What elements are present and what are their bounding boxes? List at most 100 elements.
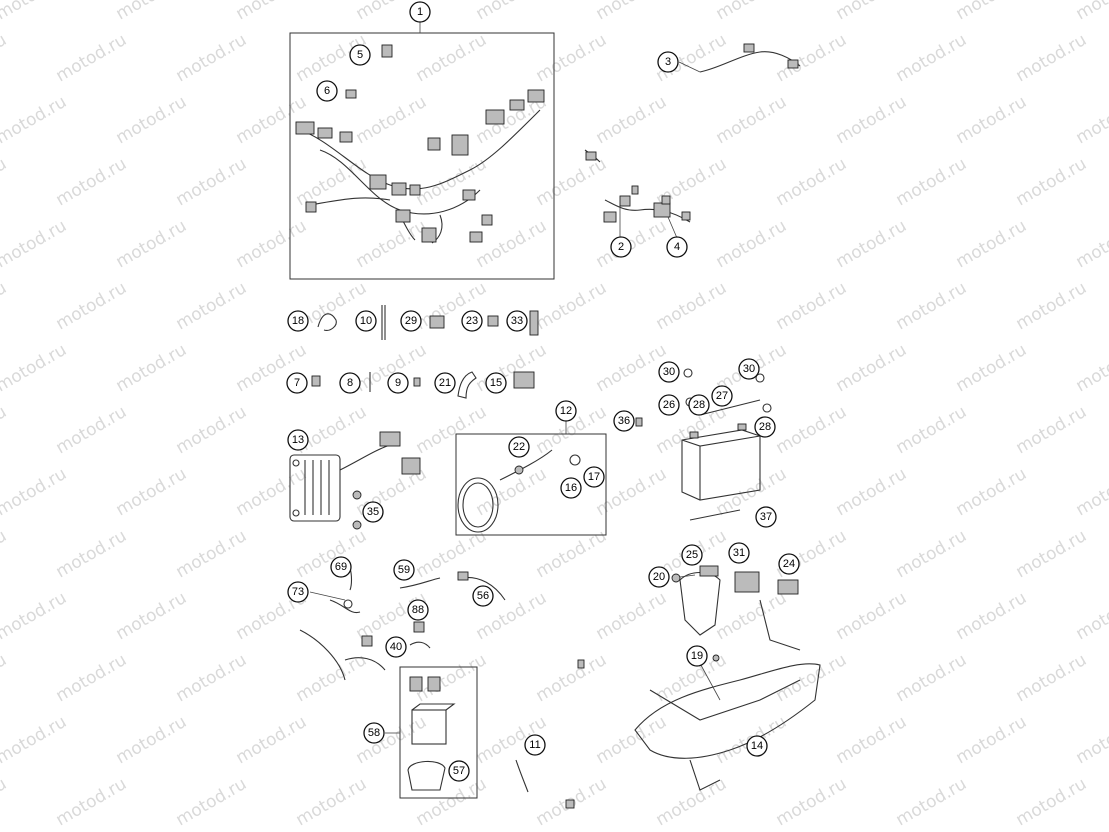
wiring-harness-part bbox=[295, 44, 545, 244]
callout-number: 21 bbox=[439, 377, 451, 389]
callout-17: 17 bbox=[583, 466, 605, 488]
callout-11: 11 bbox=[524, 734, 546, 756]
callout-number: 14 bbox=[751, 740, 763, 752]
watermark-text: motod.ru bbox=[1073, 92, 1109, 148]
regulator-13-part bbox=[289, 431, 421, 530]
watermark-text: motod.ru bbox=[293, 526, 371, 582]
watermark-text: motod.ru bbox=[173, 30, 251, 86]
callout-40: 40 bbox=[385, 636, 407, 658]
watermark-text: motod.ru bbox=[953, 340, 1031, 396]
callout-number: 23 bbox=[466, 315, 478, 327]
callout-number: 35 bbox=[367, 506, 379, 518]
watermark-text: motod.ru bbox=[413, 154, 491, 210]
headlight-12-part bbox=[457, 449, 581, 533]
watermark-text: motod.ru bbox=[533, 650, 611, 706]
callout-circle bbox=[387, 372, 409, 394]
callout-10: 10 bbox=[355, 310, 377, 332]
watermark-text: motod.ru bbox=[113, 712, 191, 768]
callout-circle bbox=[555, 400, 577, 422]
callout-5: 5 bbox=[349, 44, 371, 66]
watermark-text: motod.ru bbox=[233, 0, 311, 24]
callout-number: 30 bbox=[663, 366, 675, 378]
watermark-text: motod.ru bbox=[113, 92, 191, 148]
callout-number: 2 bbox=[618, 241, 624, 253]
watermark-text: motod.ru bbox=[893, 154, 971, 210]
watermark-text: motod.ru bbox=[0, 774, 10, 830]
callout-circle bbox=[524, 734, 546, 756]
callout-number: 88 bbox=[412, 604, 424, 616]
callout-number: 73 bbox=[292, 586, 304, 598]
watermark-text: motod.ru bbox=[173, 526, 251, 582]
misc-small-parts bbox=[515, 417, 643, 809]
callout-number: 20 bbox=[653, 571, 665, 583]
watermark-text: motod.ru bbox=[293, 774, 371, 830]
watermark-text: motod.ru bbox=[773, 30, 851, 86]
callout-circle bbox=[385, 636, 407, 658]
callout-number: 27 bbox=[716, 390, 728, 402]
watermark-text: motod.ru bbox=[773, 526, 851, 582]
callout-number: 11 bbox=[529, 739, 540, 751]
watermark-text: motod.ru bbox=[53, 402, 131, 458]
callout-circle bbox=[355, 310, 377, 332]
callout-14: 14 bbox=[746, 735, 768, 757]
callout-number: 6 bbox=[324, 85, 330, 97]
callout-circle bbox=[362, 501, 384, 523]
watermark-text: motod.ru bbox=[0, 216, 70, 272]
callout-69: 69 bbox=[330, 556, 352, 578]
watermark-text: motod.ru bbox=[833, 340, 911, 396]
watermark-text: motod.ru bbox=[113, 0, 191, 24]
callout-16: 16 bbox=[560, 477, 582, 499]
watermark-text: motod.ru bbox=[0, 712, 70, 768]
callout-number: 26 bbox=[663, 399, 675, 411]
callout-number: 56 bbox=[477, 590, 489, 602]
watermark-text: motod.ru bbox=[953, 92, 1031, 148]
fuse-box-58-57-part bbox=[407, 676, 456, 791]
callout-circle bbox=[583, 466, 605, 488]
watermark-text: motod.ru bbox=[773, 402, 851, 458]
callout-circle bbox=[287, 581, 309, 603]
callout-7: 7 bbox=[286, 372, 308, 394]
watermark-text: motod.ru bbox=[1013, 774, 1091, 830]
wiring-harness-box bbox=[289, 32, 555, 280]
cables-lower-left-part bbox=[299, 567, 506, 681]
watermark-text: motod.ru bbox=[713, 464, 791, 520]
watermark-text: motod.ru bbox=[1013, 154, 1091, 210]
watermark-text: motod.ru bbox=[1073, 588, 1109, 644]
callout-number: 33 bbox=[511, 315, 523, 327]
callout-circle bbox=[755, 506, 777, 528]
callout-circle bbox=[407, 599, 429, 621]
watermark-text: motod.ru bbox=[533, 154, 611, 210]
callout-88: 88 bbox=[407, 599, 429, 621]
callout-circle bbox=[400, 310, 422, 332]
watermark-text: motod.ru bbox=[533, 278, 611, 334]
callout-37: 37 bbox=[755, 506, 777, 528]
callout-circle bbox=[339, 372, 361, 394]
callout-number: 16 bbox=[565, 482, 577, 494]
callout-57: 57 bbox=[448, 760, 470, 782]
watermark-text: motod.ru bbox=[53, 774, 131, 830]
battery-26-part bbox=[681, 368, 772, 521]
callout-3: 3 bbox=[657, 51, 679, 73]
callout-circle bbox=[472, 585, 494, 607]
watermark-text: motod.ru bbox=[0, 464, 70, 520]
watermark-text: motod.ru bbox=[593, 216, 671, 272]
watermark-text: motod.ru bbox=[833, 0, 911, 24]
watermark-text: motod.ru bbox=[953, 464, 1031, 520]
watermark-text: motod.ru bbox=[713, 588, 791, 644]
watermark-text: motod.ru bbox=[593, 588, 671, 644]
callout-circle bbox=[778, 553, 800, 575]
watermark-text: motod.ru bbox=[293, 402, 371, 458]
watermark-text: motod.ru bbox=[833, 464, 911, 520]
callout-22: 22 bbox=[508, 436, 530, 458]
watermark-text: motod.ru bbox=[1013, 30, 1091, 86]
callout-circle bbox=[681, 544, 703, 566]
callout-circle bbox=[330, 556, 352, 578]
callout-circle bbox=[711, 385, 733, 407]
callout-number: 31 bbox=[733, 547, 745, 559]
callout-number: 19 bbox=[691, 650, 703, 662]
callout-number: 57 bbox=[453, 765, 465, 777]
watermark-text: motod.ru bbox=[893, 650, 971, 706]
watermark-text: motod.ru bbox=[473, 340, 551, 396]
callout-circle bbox=[728, 542, 750, 564]
